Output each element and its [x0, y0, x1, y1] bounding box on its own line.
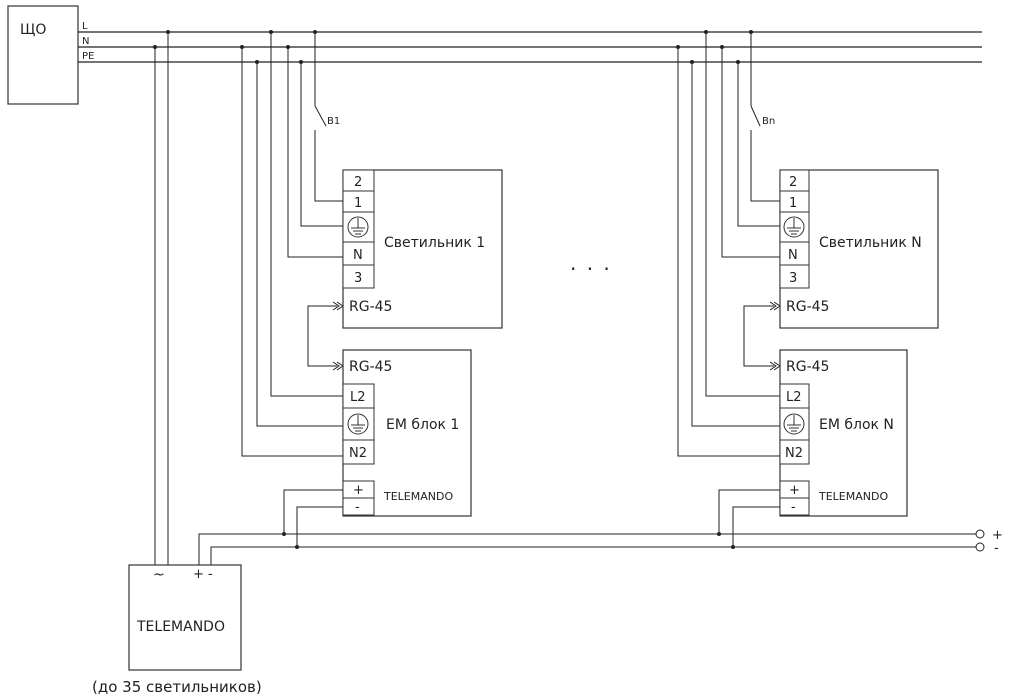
bus-n-label: N — [82, 36, 89, 47]
em-block-1-title: ЕМ блок 1 — [386, 417, 459, 433]
panel-label: ЩО — [20, 22, 46, 38]
lum1-l-wire — [314, 130, 343, 202]
emn-dc-minus-wire — [732, 506, 780, 547]
em1-dc-minus-wire — [296, 506, 343, 547]
junction-dot — [269, 30, 273, 34]
terminal-3: 3 — [789, 271, 797, 286]
terminal-l2: L2 — [350, 390, 366, 405]
junction-dot — [676, 45, 680, 49]
em-block-n-minus: - — [791, 500, 796, 515]
terminal-l2: L2 — [786, 390, 802, 405]
junction-dot — [313, 30, 317, 34]
ground-icon — [347, 216, 369, 238]
terminal-n2: N2 — [349, 446, 367, 461]
junction-dot — [690, 60, 694, 64]
lum1-n-wire — [287, 47, 343, 258]
rg45-link-n — [743, 305, 774, 367]
switch-b1-label: B1 — [327, 116, 340, 127]
em-block-1-minus: - — [355, 500, 360, 515]
em1-l2-wire — [270, 32, 343, 397]
terminal-1: 1 — [354, 196, 362, 211]
em-block-1-brand: TELEMANDO — [383, 490, 453, 503]
terminal-3: 3 — [354, 271, 362, 286]
dc-bus-minus — [210, 546, 976, 566]
output-plus-label: + — [992, 528, 1003, 543]
em-block-n-title: ЕМ блок N — [819, 417, 894, 433]
em-block-n-plus: + — [789, 483, 800, 498]
luminaire-1-title: Светильник 1 — [384, 235, 485, 251]
rg45-link-1 — [307, 305, 337, 367]
output-minus-label: - — [994, 541, 999, 556]
lumn-n-wire — [721, 47, 780, 258]
panel-box — [7, 5, 79, 105]
luminaire-n-port: RG-45 — [786, 299, 829, 315]
luminaire-n-title: Светильник N — [819, 235, 922, 251]
junction-dot — [153, 45, 157, 49]
terminal-cell — [342, 383, 375, 409]
terminal-cell — [779, 383, 810, 409]
junction-dot — [736, 60, 740, 64]
em-block-n-brand: TELEMANDO — [818, 490, 888, 503]
ground-icon — [347, 413, 369, 435]
terminal-cell — [342, 264, 375, 289]
bus-pe-label: PE — [82, 51, 94, 62]
junction-dot — [240, 45, 244, 49]
controller-caption: (до 35 светильников) — [92, 678, 262, 696]
controller-ac-label: ~ — [153, 567, 165, 583]
ground-icon — [783, 216, 805, 238]
luminaire-1-port: RG-45 — [349, 299, 392, 315]
emn-pe-wire — [691, 62, 780, 427]
emn-n2-wire — [677, 47, 780, 457]
junction-dot — [166, 30, 170, 34]
em1-n2-wire — [241, 47, 343, 457]
terminal-1: 1 — [789, 196, 797, 211]
emn-l2-wire — [705, 32, 780, 397]
em-block-1-plus: + — [353, 483, 364, 498]
controller-dc-label: + - — [193, 567, 213, 582]
em-block-n-port: RG-45 — [786, 359, 829, 375]
lumn-l-wire — [750, 130, 780, 202]
terminal-n: N — [788, 248, 798, 263]
junction-dot — [749, 30, 753, 34]
junction-dot — [255, 60, 259, 64]
controller-box — [128, 564, 242, 671]
junction-dot — [704, 30, 708, 34]
switch-bn-contact — [750, 105, 761, 127]
switch-b1-contact — [314, 105, 327, 127]
ellipsis: . . . — [570, 251, 612, 275]
terminal-cell — [779, 264, 810, 289]
bus-l-label: L — [82, 21, 88, 32]
emn-dc-plus-wire — [718, 489, 780, 534]
em1-pe-wire — [256, 62, 343, 427]
controller-title: TELEMANDO — [136, 619, 225, 635]
switch-bn-label: Bn — [762, 116, 775, 127]
lum1-pe-wire — [300, 62, 343, 227]
terminal-n: N — [353, 248, 363, 263]
terminal-cell — [779, 439, 810, 465]
junction-dot — [299, 60, 303, 64]
junction-dot — [286, 45, 290, 49]
terminal-2: 2 — [789, 175, 797, 190]
em-block-1-port: RG-45 — [349, 359, 392, 375]
ground-icon — [783, 413, 805, 435]
em1-dc-plus-wire — [283, 489, 343, 534]
lumn-pe-wire — [737, 62, 780, 227]
terminal-n2: N2 — [785, 446, 803, 461]
junction-dot — [720, 45, 724, 49]
output-plus-terminal — [975, 529, 985, 539]
dc-bus-plus — [198, 533, 976, 566]
terminal-2: 2 — [354, 175, 362, 190]
terminal-cell — [342, 439, 375, 465]
output-minus-terminal — [975, 542, 985, 552]
